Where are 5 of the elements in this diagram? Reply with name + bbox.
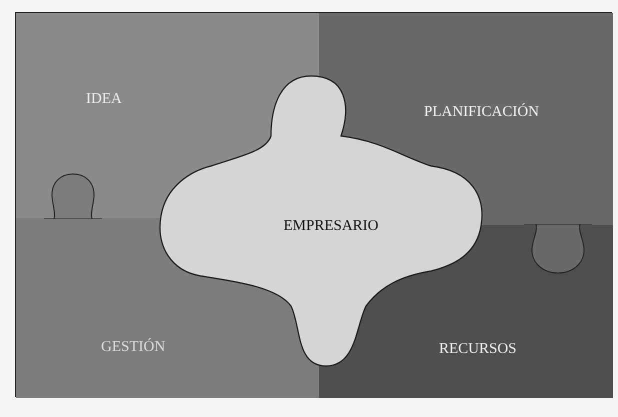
- piece-label: EMPRESARIO: [283, 216, 379, 236]
- piece-label: IDEA: [86, 90, 122, 109]
- piece-label: PLANIFICACIÓN: [424, 102, 540, 122]
- piece-label: GESTIÓN: [101, 337, 166, 357]
- piece-label: RECURSOS: [439, 340, 517, 359]
